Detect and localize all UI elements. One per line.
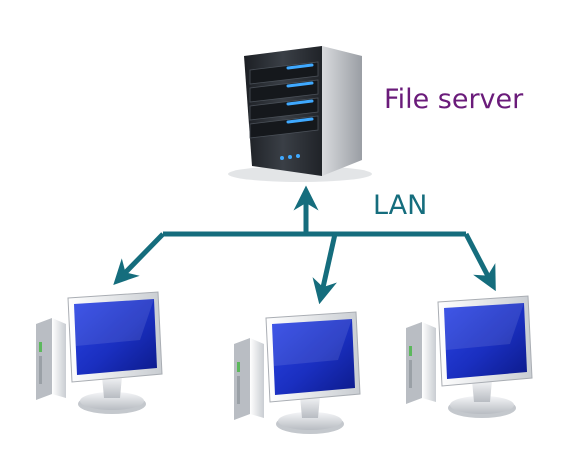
server-label: File server bbox=[384, 84, 524, 115]
lan-link-center bbox=[312, 233, 338, 305]
lan-link-right bbox=[463, 232, 496, 292]
computer-icon bbox=[405, 295, 533, 419]
lan-label: LAN bbox=[373, 190, 428, 221]
server-icon bbox=[228, 46, 372, 182]
lan-connection-lines bbox=[113, 185, 496, 305]
lan-link-left bbox=[113, 232, 165, 285]
computer-icon bbox=[233, 311, 361, 435]
computer-icon bbox=[35, 291, 163, 415]
